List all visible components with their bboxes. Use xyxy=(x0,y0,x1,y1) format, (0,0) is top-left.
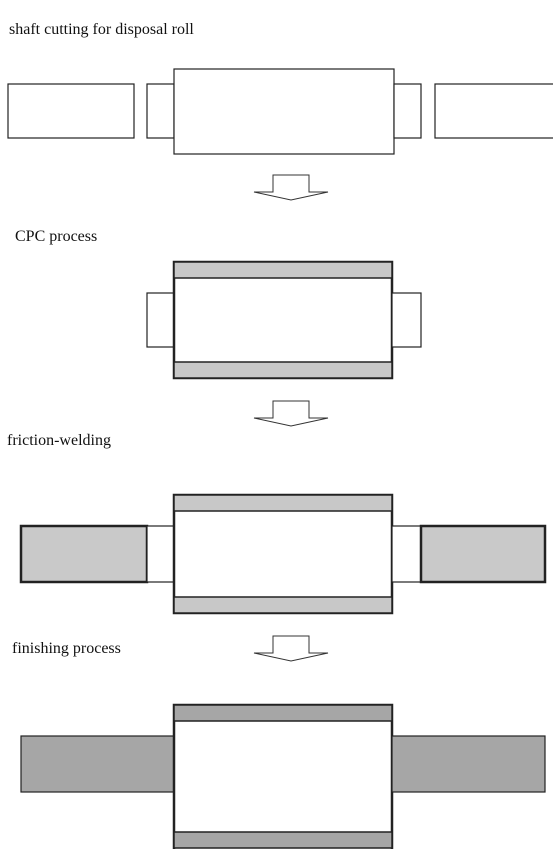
top-cladding-layer xyxy=(173,261,393,279)
left-finished-shaft xyxy=(20,735,175,793)
top-cladding-layer xyxy=(173,704,393,722)
down-arrow-icon xyxy=(253,400,329,427)
step-3-roll-assembly xyxy=(19,493,547,615)
roll-body xyxy=(173,68,395,155)
bottom-cladding-layer xyxy=(173,831,393,849)
step-1-roll-assembly xyxy=(7,68,553,155)
step-3-label: friction-welding xyxy=(7,432,111,449)
step-1-label: shaft cutting for disposal roll xyxy=(9,21,194,38)
bottom-cladding-layer xyxy=(173,596,393,614)
right-finished-shaft xyxy=(391,735,546,793)
right-neck xyxy=(393,83,422,139)
down-arrow-icon xyxy=(253,635,329,662)
step-2-label: CPC process xyxy=(15,228,98,245)
bottom-cladding-layer xyxy=(173,361,393,379)
roll-body xyxy=(172,703,394,849)
roll-body xyxy=(172,260,394,380)
right-neck xyxy=(391,292,422,348)
step-4-roll-assembly xyxy=(20,703,546,849)
left-neck xyxy=(146,83,175,139)
left-cut-shaft xyxy=(7,83,135,139)
left-neck xyxy=(146,292,175,348)
step-2-roll-assembly xyxy=(146,260,422,380)
left-neck xyxy=(146,525,175,583)
top-cladding-layer xyxy=(173,494,393,512)
roll-body xyxy=(172,493,394,615)
step-4-label: finishing process xyxy=(12,640,121,657)
right-welded-shaft xyxy=(419,524,547,584)
right-cut-shaft xyxy=(434,83,553,139)
left-welded-shaft xyxy=(19,524,149,584)
down-arrow-icon xyxy=(253,174,329,201)
right-neck xyxy=(391,525,422,583)
